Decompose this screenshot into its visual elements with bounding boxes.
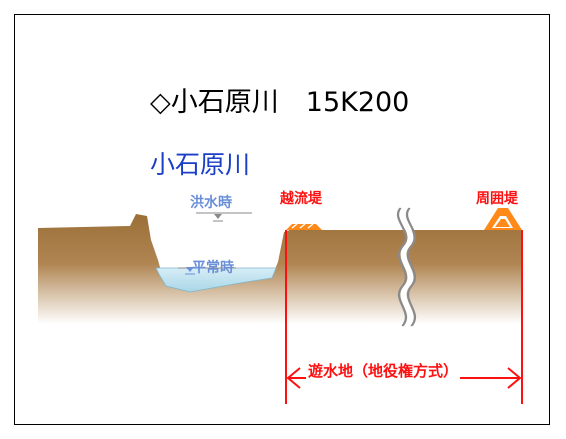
break-symbol xyxy=(397,207,417,327)
normal-level-marker xyxy=(186,267,194,272)
arrow-left-head xyxy=(286,367,301,389)
overflow-levee-shape xyxy=(286,223,322,230)
arrow-right-head xyxy=(507,367,522,389)
normal-time-label: 平常時 xyxy=(192,260,234,276)
ring-levee-shape xyxy=(484,208,522,230)
flood-time-label: 洪水時 xyxy=(190,195,232,211)
retention-area-label: 遊水地（地役権方式） xyxy=(306,360,461,381)
ring-levee-label: 周囲堤 xyxy=(476,191,518,207)
ground-section xyxy=(38,214,522,324)
slide-frame xyxy=(14,14,550,425)
overflow-levee-label: 越流堤 xyxy=(280,191,322,207)
flood-level-marker xyxy=(214,214,222,219)
slide-title: ◇小石原川 15K200 xyxy=(150,87,410,118)
river-name: 小石原川 xyxy=(150,150,251,179)
